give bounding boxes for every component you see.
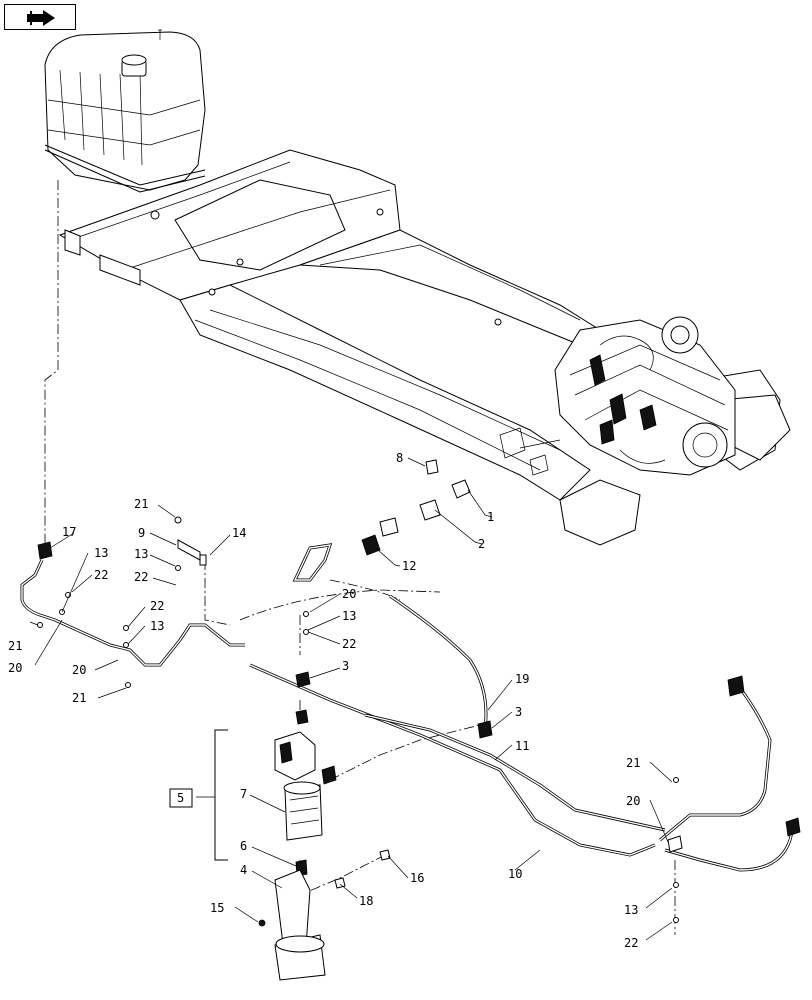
callout-22-d: 22 (342, 637, 356, 651)
callout-3-a: 3 (342, 659, 349, 673)
callout-21-d: 21 (626, 756, 640, 770)
callout-20-b: 20 (72, 663, 86, 677)
connection-lines (44, 180, 676, 935)
callout-22-e: 22 (624, 936, 638, 950)
callout-13-d: 13 (342, 609, 356, 623)
callout-5-box (169, 788, 193, 808)
leader-lines (29, 457, 673, 941)
callout-21-c: 21 (72, 691, 86, 705)
callout-4: 4 (240, 863, 247, 877)
callout-18: 18 (359, 894, 373, 908)
fuel-tank (44, 29, 206, 193)
callout-12: 12 (402, 559, 416, 573)
callout-13-a: 13 (94, 546, 108, 560)
callout-21-a: 21 (134, 497, 148, 511)
callout-22-b: 22 (134, 570, 148, 584)
callout-13-c: 13 (150, 619, 164, 633)
callout-9: 9 (138, 526, 145, 540)
callout-1: 1 (487, 510, 494, 524)
callout-2: 2 (478, 537, 485, 551)
hardware-parts (37, 459, 801, 981)
nav-return-button[interactable] (4, 4, 76, 30)
callout-7: 7 (240, 787, 247, 801)
callout-labels: 8 1 2 12 21 9 14 17 13 13 22 22 21 20 22… (8, 451, 640, 950)
callout-13-e: 13 (624, 903, 638, 917)
engine (554, 316, 736, 476)
callout-20-d: 20 (626, 794, 640, 808)
fuel-lines (20, 543, 797, 872)
callout-21-b: 21 (8, 639, 22, 653)
callout-6: 6 (240, 839, 247, 853)
callout-17: 17 (62, 525, 76, 539)
callout-8: 8 (396, 451, 403, 465)
callout-19: 19 (515, 672, 529, 686)
callout-15: 15 (210, 901, 224, 915)
callout-16: 16 (410, 871, 424, 885)
callout-20-a: 20 (8, 661, 22, 675)
callout-11: 11 (515, 739, 529, 753)
callout-22-c: 22 (150, 599, 164, 613)
callout-22-a: 22 (94, 568, 108, 582)
callout-20-c: 20 (342, 587, 356, 601)
callout-3-b: 3 (515, 705, 522, 719)
callout-13-b: 13 (134, 547, 148, 561)
arrow-return-icon (27, 10, 55, 26)
callout-10: 10 (508, 867, 522, 881)
callout-5: 5 (177, 791, 184, 805)
callout-14: 14 (232, 526, 246, 540)
